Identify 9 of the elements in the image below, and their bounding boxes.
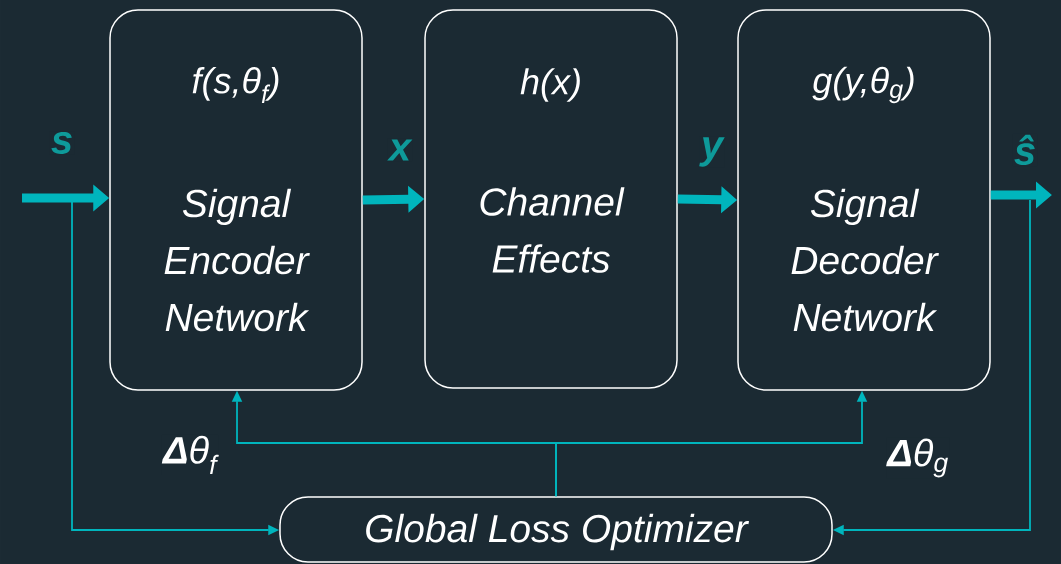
- edge-label: x: [387, 138, 413, 162]
- process-box: h(x) Channel Effects: [424, 9, 678, 389]
- edge-label: Δθ$_{g}$: [886, 437, 950, 479]
- edge-label: y: [699, 136, 725, 168]
- edge-label: Δθ$_{f}$: [161, 434, 219, 476]
- process-box: Global Loss Optimizer: [279, 496, 833, 563]
- process-box: f(s,θ$_{f}$) Signal Encoder Network: [109, 9, 363, 391]
- process-box: g(y,θ$_{g}$) Signal Decoder Network: [737, 9, 991, 391]
- edge-label: s: [49, 131, 75, 155]
